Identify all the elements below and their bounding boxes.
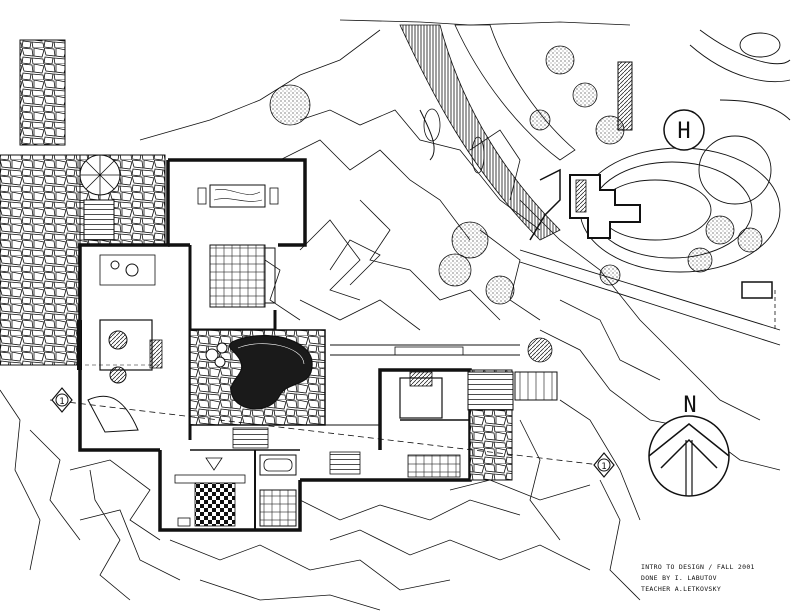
hillside-hatching — [399, 24, 576, 241]
section-marker-right-label: 1 — [601, 462, 606, 472]
trees — [269, 45, 763, 363]
helipad: H — [663, 109, 705, 151]
garage-building — [529, 61, 773, 299]
house-floor-plan — [49, 158, 776, 532]
title-block: INTRO TO DESIGN / FALL 2001 DONE BY I. L… — [641, 562, 781, 595]
stone-terrace — [0, 39, 166, 366]
north-label: N — [683, 393, 696, 418]
section-marker-left-label: 1 — [59, 397, 64, 407]
driveway-loop — [519, 29, 791, 346]
terrain-contours — [0, 19, 781, 611]
section-marker-left: 1 — [51, 387, 73, 413]
helipad-icon — [663, 109, 705, 151]
section-marker-right: 1 — [593, 452, 615, 478]
helipad-label: H — [677, 119, 690, 144]
title-line-3: TEACHER A.LETKOVSKY — [641, 585, 722, 593]
north-arrow: N — [648, 393, 730, 497]
title-line-1: INTRO TO DESIGN / FALL 2001 — [641, 563, 755, 571]
title-line-2: DONE BY I. LABUTOV — [641, 574, 717, 582]
north-arrow-icon — [648, 415, 730, 497]
